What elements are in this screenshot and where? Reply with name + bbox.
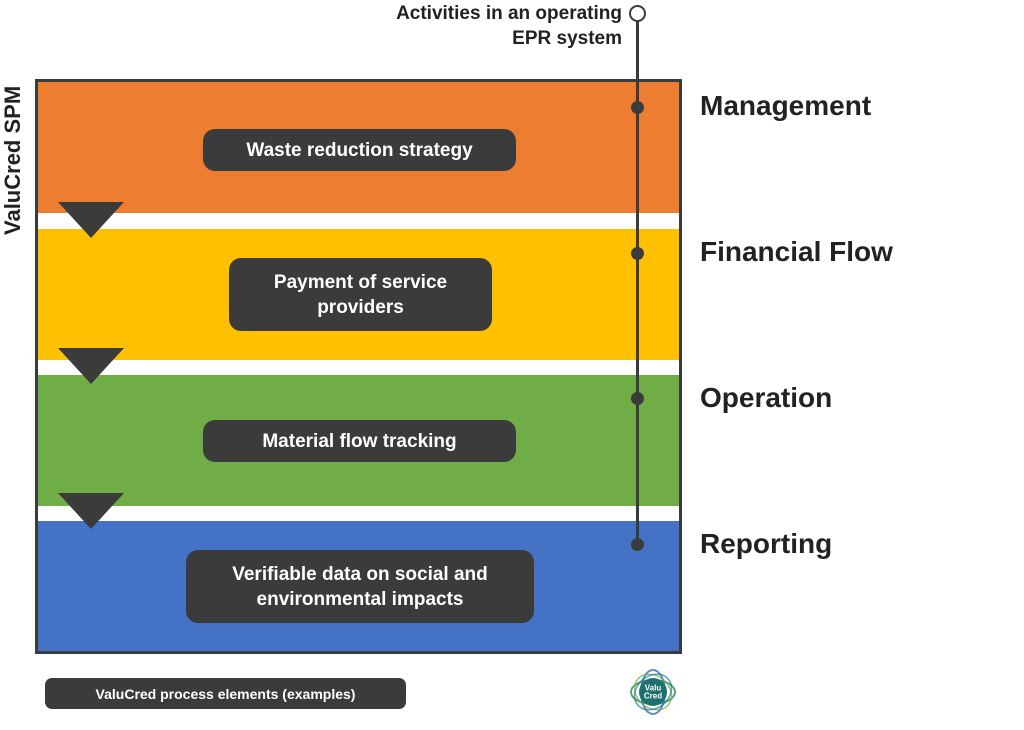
down-arrow-icon — [58, 348, 124, 384]
pill-waste-reduction-strategy: Waste reduction strategy — [203, 129, 516, 171]
logo-text: Valu — [645, 684, 662, 693]
valucred-spm-frame: Waste reduction strategy Payment of serv… — [35, 79, 682, 654]
label-management: Management — [700, 90, 872, 121]
pill-line: environmental impacts — [256, 588, 464, 610]
logo-text: Cred — [644, 692, 662, 701]
timeline-start-node — [629, 5, 646, 22]
pill-verifiable-data: Verifiable data on social and environmen… — [186, 550, 534, 623]
top-label-line: EPR system — [512, 28, 622, 49]
timeline-dot — [631, 538, 644, 551]
timeline-line — [636, 21, 639, 545]
pill-payment-of-service-providers: Payment of service providers — [229, 258, 492, 331]
timeline-dot — [631, 247, 644, 260]
pill-line: Payment of service — [273, 271, 448, 293]
top-label-line: Activities in an operating — [396, 3, 622, 24]
down-arrow-icon — [58, 493, 124, 529]
valucred-logo: Valu Cred — [630, 669, 676, 715]
label-financial-flow: Financial Flow — [700, 236, 893, 267]
down-arrow-icon — [58, 202, 124, 238]
timeline-dot — [631, 392, 644, 405]
pill-material-flow-tracking: Material flow tracking — [203, 420, 516, 462]
pill-line: providers — [317, 296, 404, 318]
label-operation: Operation — [700, 382, 833, 413]
pill-line: Verifiable data on social and — [232, 563, 488, 585]
legend-pill: ValuCred process elements (examples) — [45, 678, 406, 709]
label-reporting: Reporting — [700, 528, 833, 559]
vertical-title: ValuCred SPM — [0, 85, 25, 235]
timeline-top-label: Activities in an operating EPR system — [396, 1, 622, 51]
timeline-dot — [631, 101, 644, 114]
